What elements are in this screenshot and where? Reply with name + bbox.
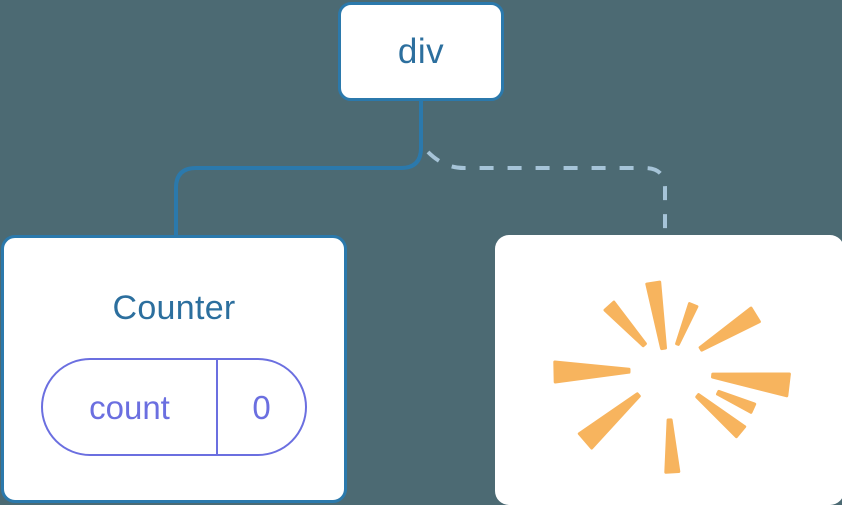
sparkle-ray-10 (716, 389, 757, 414)
sparkle-ray-8 (695, 393, 747, 439)
sparkle-ray-1 (645, 280, 667, 351)
node-counter-title: Counter (112, 289, 236, 327)
sparkle-ray-2 (675, 302, 699, 346)
state-pill-value: 0 (252, 388, 271, 426)
sparkle-ray-group (553, 280, 791, 474)
state-pill-key: count (89, 388, 170, 426)
sparkle-ray-6 (711, 372, 791, 398)
sparkle-ray-5 (553, 360, 631, 384)
node-div[interactable]: div (338, 2, 504, 101)
sparkle-ray-7 (577, 392, 641, 450)
node-div-label: div (397, 32, 445, 71)
sparkle-ray-4 (698, 306, 761, 352)
edge-div-to-counter (174, 99, 423, 238)
node-sparkle[interactable] (495, 235, 842, 505)
sparkle-ray-3 (603, 300, 647, 348)
state-pill-divider (216, 360, 218, 454)
sparkle-ray-9 (664, 418, 681, 474)
state-pill-count[interactable]: count 0 (41, 358, 307, 456)
node-counter[interactable]: Counter count 0 (1, 235, 347, 503)
sparkle-burst-icon (553, 280, 791, 474)
edge-div-to-sparkle (426, 150, 667, 236)
